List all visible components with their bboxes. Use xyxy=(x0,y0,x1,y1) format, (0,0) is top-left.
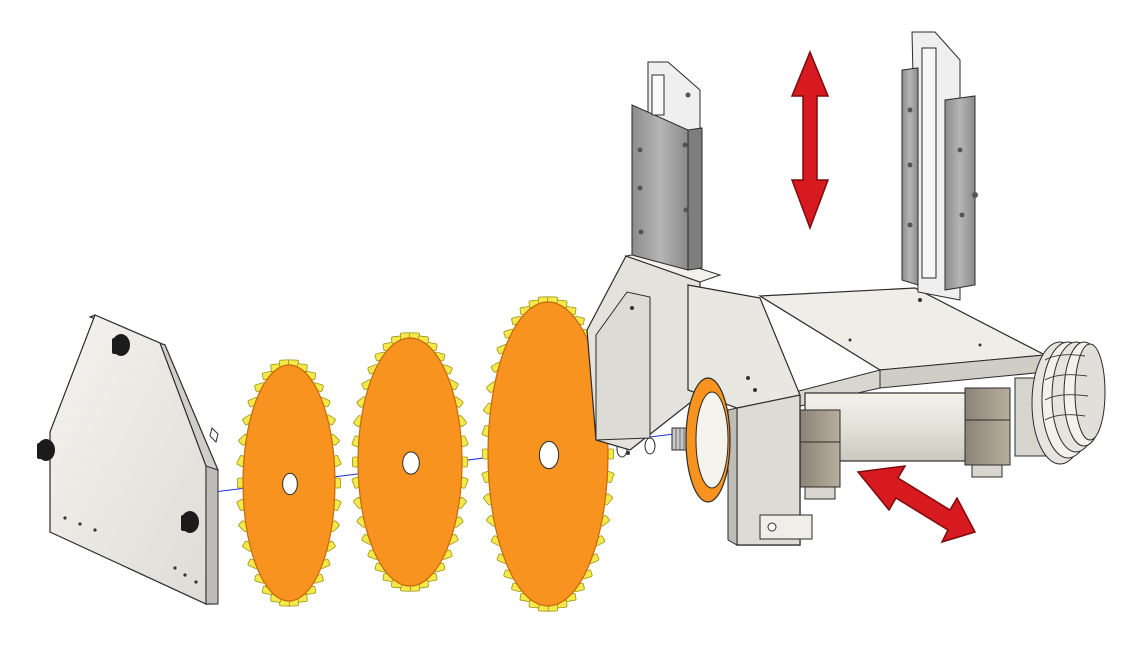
diamond-saw-blade-icon xyxy=(236,359,342,607)
saw-blade-stack xyxy=(236,296,615,612)
v-belt-pulley-icon xyxy=(1014,341,1106,465)
saw-head-housing-icon xyxy=(586,251,1048,546)
vertical-guide-rails-icon xyxy=(631,31,978,301)
blade-bore-hole xyxy=(282,472,298,496)
mounting-block-icon xyxy=(799,387,1011,500)
in-out-arrow-icon xyxy=(856,465,977,544)
diamond-saw-blade-icon xyxy=(351,332,469,592)
up-down-arrow-icon xyxy=(790,50,830,231)
flange-cover-plate-icon xyxy=(37,314,219,605)
blade-bore-hole xyxy=(402,451,420,475)
diamond-saw-blade-icon xyxy=(481,296,615,612)
knob-icon xyxy=(37,334,199,533)
blade-bore-hole xyxy=(538,440,560,470)
